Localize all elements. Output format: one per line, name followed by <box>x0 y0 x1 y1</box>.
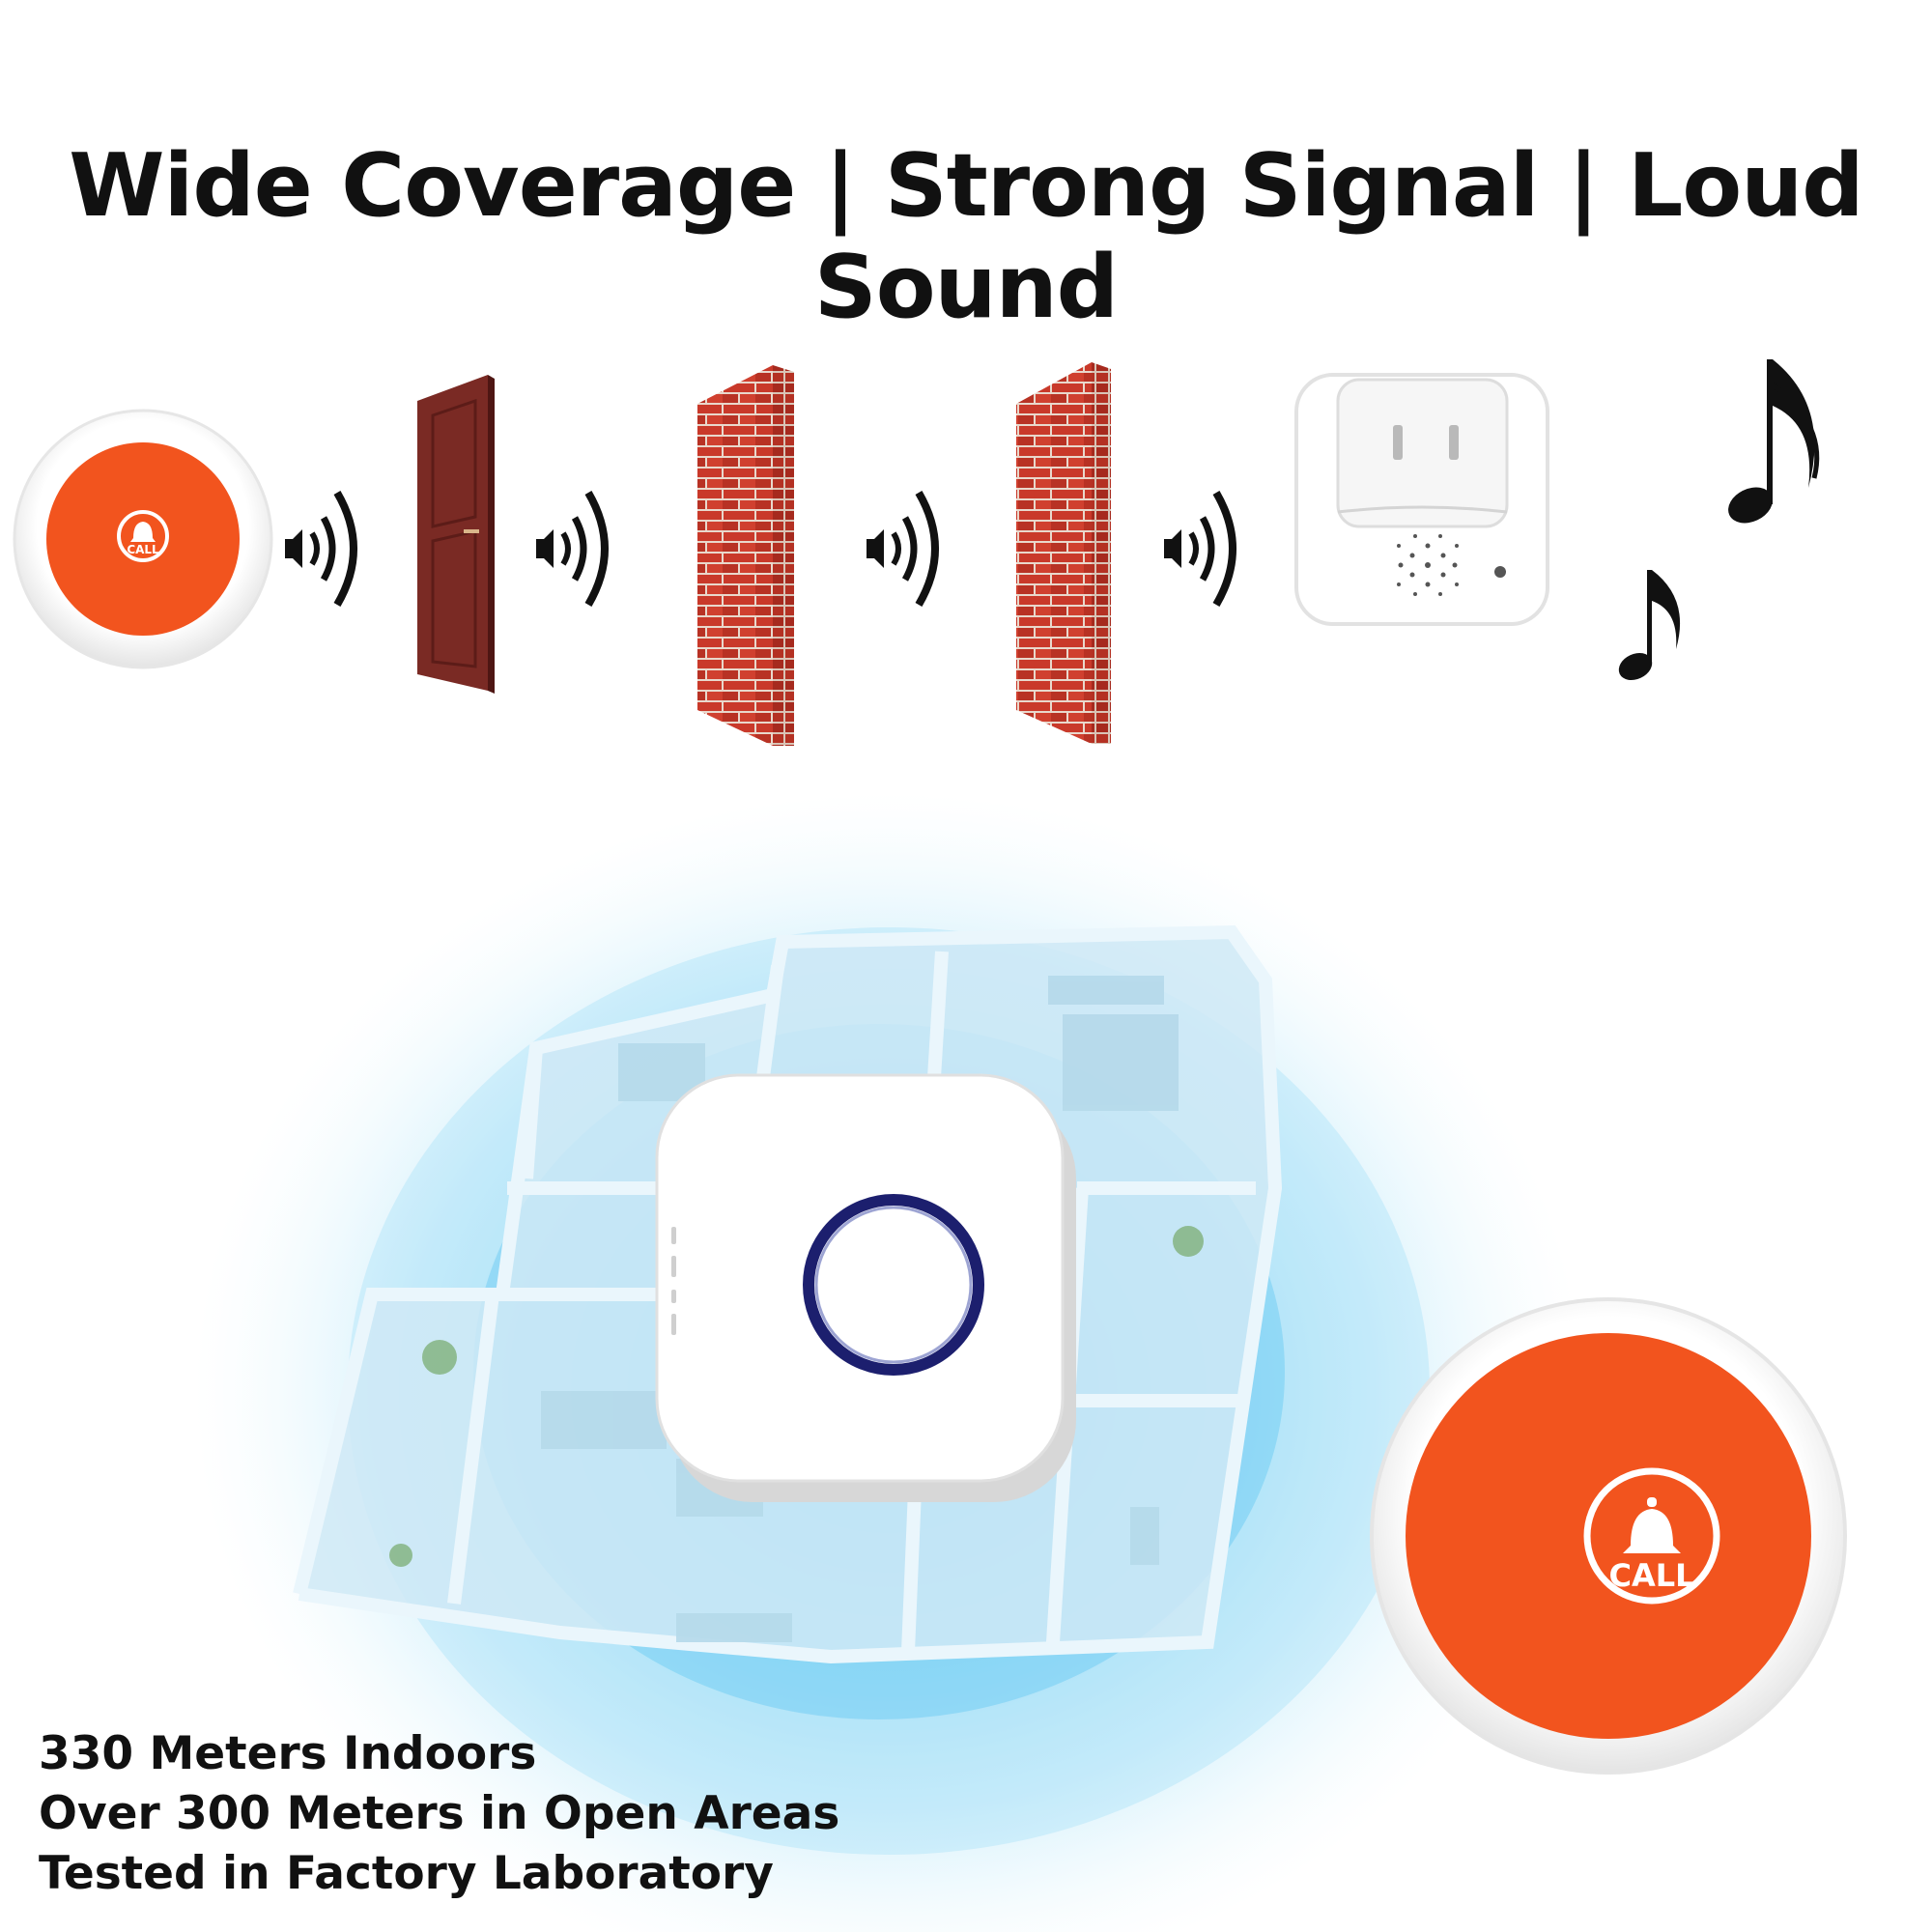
spec-line: Over 300 Meters in Open Areas <box>39 1787 840 1840</box>
signal-waves-icon <box>285 490 357 608</box>
music-note-icon <box>1618 570 1681 681</box>
signal-waves-icon <box>536 490 609 608</box>
call-button-icon: CALL <box>13 409 273 669</box>
brick-wall-icon <box>1016 362 1111 744</box>
brick-wall-icon <box>697 365 794 746</box>
music-note-icon <box>1728 359 1820 524</box>
spec-line: 330 Meters Indoors <box>39 1727 537 1780</box>
spec-line: Tested in Factory Laboratory <box>39 1847 774 1900</box>
plug-in-receiver-icon <box>1294 373 1549 626</box>
receiver-unit-icon <box>655 1073 1076 1502</box>
headline: Wide Coverage | Strong Signal | Loud Sou… <box>69 135 1863 338</box>
call-label-small: CALL <box>127 543 159 556</box>
signal-waves-icon <box>867 490 939 608</box>
call-button-icon: CALL <box>1370 1297 1847 1775</box>
coverage-specs: 330 Meters Indoors Over 300 Meters in Op… <box>39 1724 839 1904</box>
signal-waves-icon <box>1164 490 1236 608</box>
door-icon <box>417 375 495 694</box>
call-label: CALL <box>1608 1557 1694 1594</box>
